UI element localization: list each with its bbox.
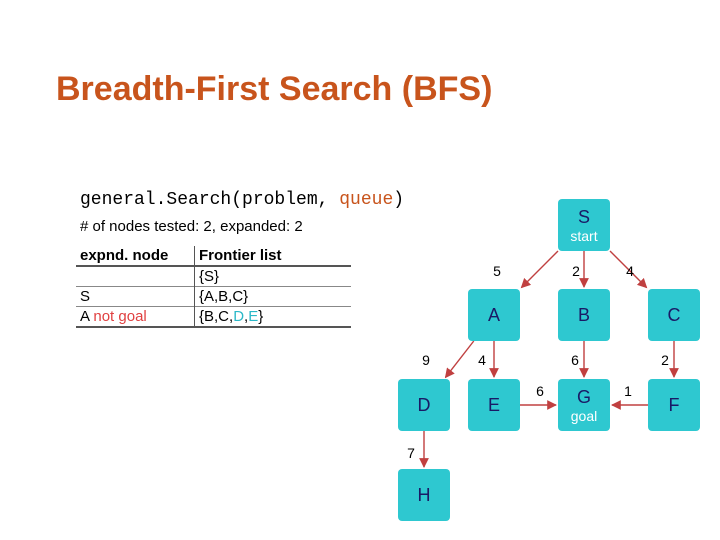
node-B: B: [558, 289, 610, 341]
node-box: [468, 289, 520, 341]
frontier-item: }: [258, 308, 264, 325]
expanded-node-cell: A not goal: [76, 307, 195, 328]
frontier-cell: {B,C,D,E}: [194, 306, 351, 327]
edge-cost-A-E: 4: [478, 352, 486, 368]
frontier-cell: {S}: [194, 266, 351, 287]
node-stats: # of nodes tested: 2, expanded: 2: [80, 218, 303, 235]
edge-S-A: [520, 250, 559, 289]
search-function: general.Search(problem,: [80, 190, 340, 210]
frontier-item: {A,B,C}: [199, 288, 249, 305]
node-box: [648, 379, 700, 431]
node-C: C: [648, 289, 700, 341]
node-box: [398, 469, 450, 521]
goal-test-note: not goal: [93, 308, 147, 325]
node-label: G: [577, 387, 591, 407]
edge-cost-D-H: 7: [407, 445, 415, 461]
node-D: D: [398, 379, 450, 431]
edge-cost-B-G: 6: [571, 352, 579, 368]
node-box: [558, 289, 610, 341]
node-sublabel: goal: [571, 408, 597, 424]
node-label: A: [488, 305, 500, 325]
edge-cost-S-A: 5: [493, 263, 501, 279]
search-close-paren: ): [393, 190, 405, 210]
node-label: E: [488, 395, 500, 415]
column-header-expanded: expnd. node: [80, 247, 169, 264]
node-label: H: [418, 485, 431, 505]
node-box: [398, 379, 450, 431]
table-row: {S}: [76, 266, 351, 287]
edge-cost-S-C: 4: [626, 263, 634, 279]
frontier-item: {B,C,: [199, 308, 234, 325]
frontier-cell: {A,B,C}: [194, 286, 351, 307]
edge-cost-C-F: 2: [661, 352, 669, 368]
edge-cost-E-G: 6: [536, 383, 544, 399]
frontier-table: expnd. node Frontier list {S}S{A,B,C}A n…: [76, 246, 351, 328]
page-title: Breadth-First Search (BFS): [56, 70, 493, 108]
edge-S-C: [609, 250, 648, 289]
node-sublabel: start: [570, 228, 597, 244]
frontier-item: {S}: [199, 268, 220, 285]
column-header-frontier: Frontier list: [194, 246, 351, 266]
node-box: [558, 379, 610, 431]
expanded-node-cell: S: [76, 287, 195, 307]
node-label: S: [578, 207, 590, 227]
table-row: S {A,B,C}: [76, 286, 351, 307]
node-label: D: [418, 395, 431, 415]
table-row: A not goal{B,C,D,E}: [76, 306, 351, 328]
expanded-node: S: [80, 288, 91, 305]
node-label: F: [669, 395, 680, 415]
node-box: [468, 379, 520, 431]
node-label: C: [668, 305, 681, 325]
frontier-item: D: [233, 308, 245, 325]
node-A: A: [468, 289, 520, 341]
node-E: E: [468, 379, 520, 431]
node-box: [558, 199, 610, 251]
edge-cost-S-B: 2: [572, 263, 580, 279]
node-box: [648, 289, 700, 341]
search-queue-arg: queue: [339, 190, 394, 210]
search-call: general.Search(problem, queue): [80, 190, 404, 210]
table-header-row: expnd. node Frontier list: [76, 246, 351, 266]
node-F: F: [648, 379, 700, 431]
frontier-item: E: [248, 308, 259, 325]
node-H: H: [398, 469, 450, 521]
expanded-node: A: [80, 308, 90, 325]
node-label: B: [578, 305, 590, 325]
frontier-item: ,: [244, 308, 249, 325]
edge-cost-A-D: 9: [422, 352, 430, 368]
edge-cost-F-G: 1: [624, 383, 632, 399]
edge-A-D: [444, 340, 475, 379]
